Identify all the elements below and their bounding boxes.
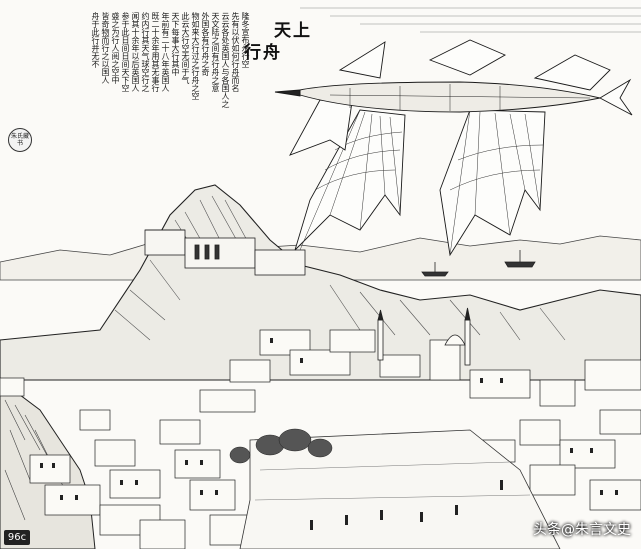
text-column: 天下每事大行其中 — [171, 12, 180, 76]
artist-seal: 朱氏藏书 — [8, 128, 32, 152]
sky-hatching — [300, 7, 641, 33]
text-column: 盛之为行人阅之空中 — [111, 12, 120, 84]
text-column: 云云各处英国人与各国人之 — [221, 12, 230, 108]
corner-label: 96c — [4, 530, 30, 545]
text-column: 年前有二十八年英国人 — [161, 12, 170, 92]
flying-ship — [274, 39, 633, 257]
ships-in-bay — [421, 250, 536, 277]
plaza-lines — [254, 461, 531, 501]
body-text-block: 隆冬宣布永行空 先有以伏如何行舟而名 云云各处英国人与各国人之 天文陆之间有行舟… — [10, 12, 250, 152]
text-column: 既二十余年用其无事行 — [151, 12, 160, 92]
building-windows — [40, 338, 618, 500]
title-line-2: 行舟 — [244, 43, 282, 63]
hilltop-fortress — [144, 229, 306, 276]
trees — [229, 428, 333, 464]
text-column: 此云大行空无间于气 — [181, 12, 190, 84]
text-column: 舟于此行并无不 — [91, 12, 100, 68]
minarets — [377, 307, 471, 366]
town-buildings — [0, 329, 641, 549]
town-plaza — [239, 429, 561, 549]
text-column: 隆冬宣布永行空 — [241, 12, 250, 68]
illustration-title: 天上 行舟 — [244, 16, 328, 86]
text-column: 物如来大行过之行舟之空 — [191, 12, 200, 100]
text-column: 参于此日间日间天下空 — [121, 12, 130, 92]
text-column: 天文陆之间有行舟之意 — [211, 12, 220, 92]
watermark-text: 头条@朱言文史 — [533, 522, 631, 538]
text-column: 约内行其天气球空行之 — [141, 12, 150, 92]
text-column: 外国各有行舟之奇 — [201, 12, 210, 76]
title-line-1: 天上 — [274, 21, 312, 41]
text-column: 先有以伏如何行舟而名 — [231, 12, 240, 92]
text-column: 闻其十余年以后英国人 — [131, 12, 140, 92]
townspeople — [310, 480, 503, 530]
text-column: 皆奇物而行之以国人 — [101, 12, 110, 84]
